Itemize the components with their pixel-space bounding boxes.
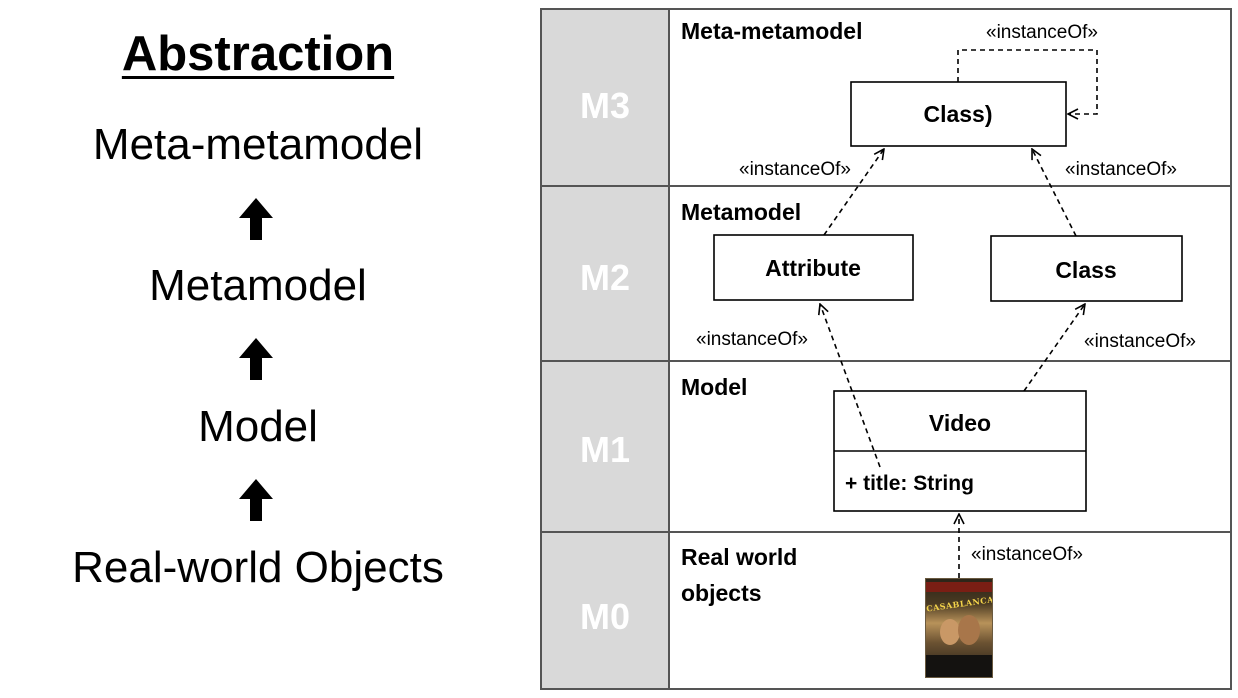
class-instanceof-arrow [1032,149,1077,237]
video-instanceof-label: «instanceOf» [1084,331,1196,352]
layer-name-m0-line2: objects [681,580,762,606]
m2-attribute-label: Attribute [765,255,861,281]
attribute-instanceof-label: «instanceOf» [739,159,851,180]
m2-class-box [990,235,1183,302]
title-instanceof-label: «instanceOf» [696,329,808,350]
layer-id-m0: M0 [580,596,630,637]
layer-id-m2: M2 [580,257,630,298]
abstraction-title: Abstraction [121,27,395,81]
m2-attribute-box [713,234,914,301]
movie-instanceof-label: «instanceOf» [971,544,1083,565]
layer-id-m1: M1 [580,429,630,470]
level-metamodel: Metamodel [149,261,367,310]
up-arrow-icon [239,338,273,380]
poster-header-band [926,582,992,592]
m3-class-box [850,81,1067,147]
diagram-frame [540,8,1232,690]
abstraction-ladder: Abstraction Meta-metamodel Metamodel Mod… [0,0,520,698]
layer-name-m2: Metamodel [681,199,801,225]
self-instanceof-label: «instanceOf» [986,22,1098,43]
m1-video-label: Video [929,410,991,436]
m3-class-label: Class) [923,101,992,127]
level-model: Model [198,402,318,451]
poster-title: CASABLANCA [925,594,993,614]
layer-name-m1: Model [681,374,747,400]
up-arrow-icon [239,479,273,521]
class-instanceof-label: «instanceOf» [1065,159,1177,180]
casablanca-poster-image: CASABLANCA [925,578,993,678]
poster-figure [958,615,980,645]
layer-name-m3: Meta-metamodel [681,18,862,44]
poster-figure [940,619,960,645]
self-instanceof-arrow [957,49,1098,114]
title-attribute-instanceof-arrow [820,304,881,468]
poster-footer-band [926,655,992,677]
layer-name-m0-line1: Real world [681,544,797,570]
level-meta-metamodel: Meta-metamodel [92,120,424,169]
up-arrow-icon [239,198,273,240]
level-real-world-objects: Real-world Objects [72,543,444,592]
layer-id-column [541,9,669,689]
m2-class-label: Class [1055,257,1116,283]
layer-id-m3: M3 [580,85,630,126]
video-class-instanceof-arrow [1023,304,1085,392]
m1-video-attribute: + title: String [845,472,974,495]
